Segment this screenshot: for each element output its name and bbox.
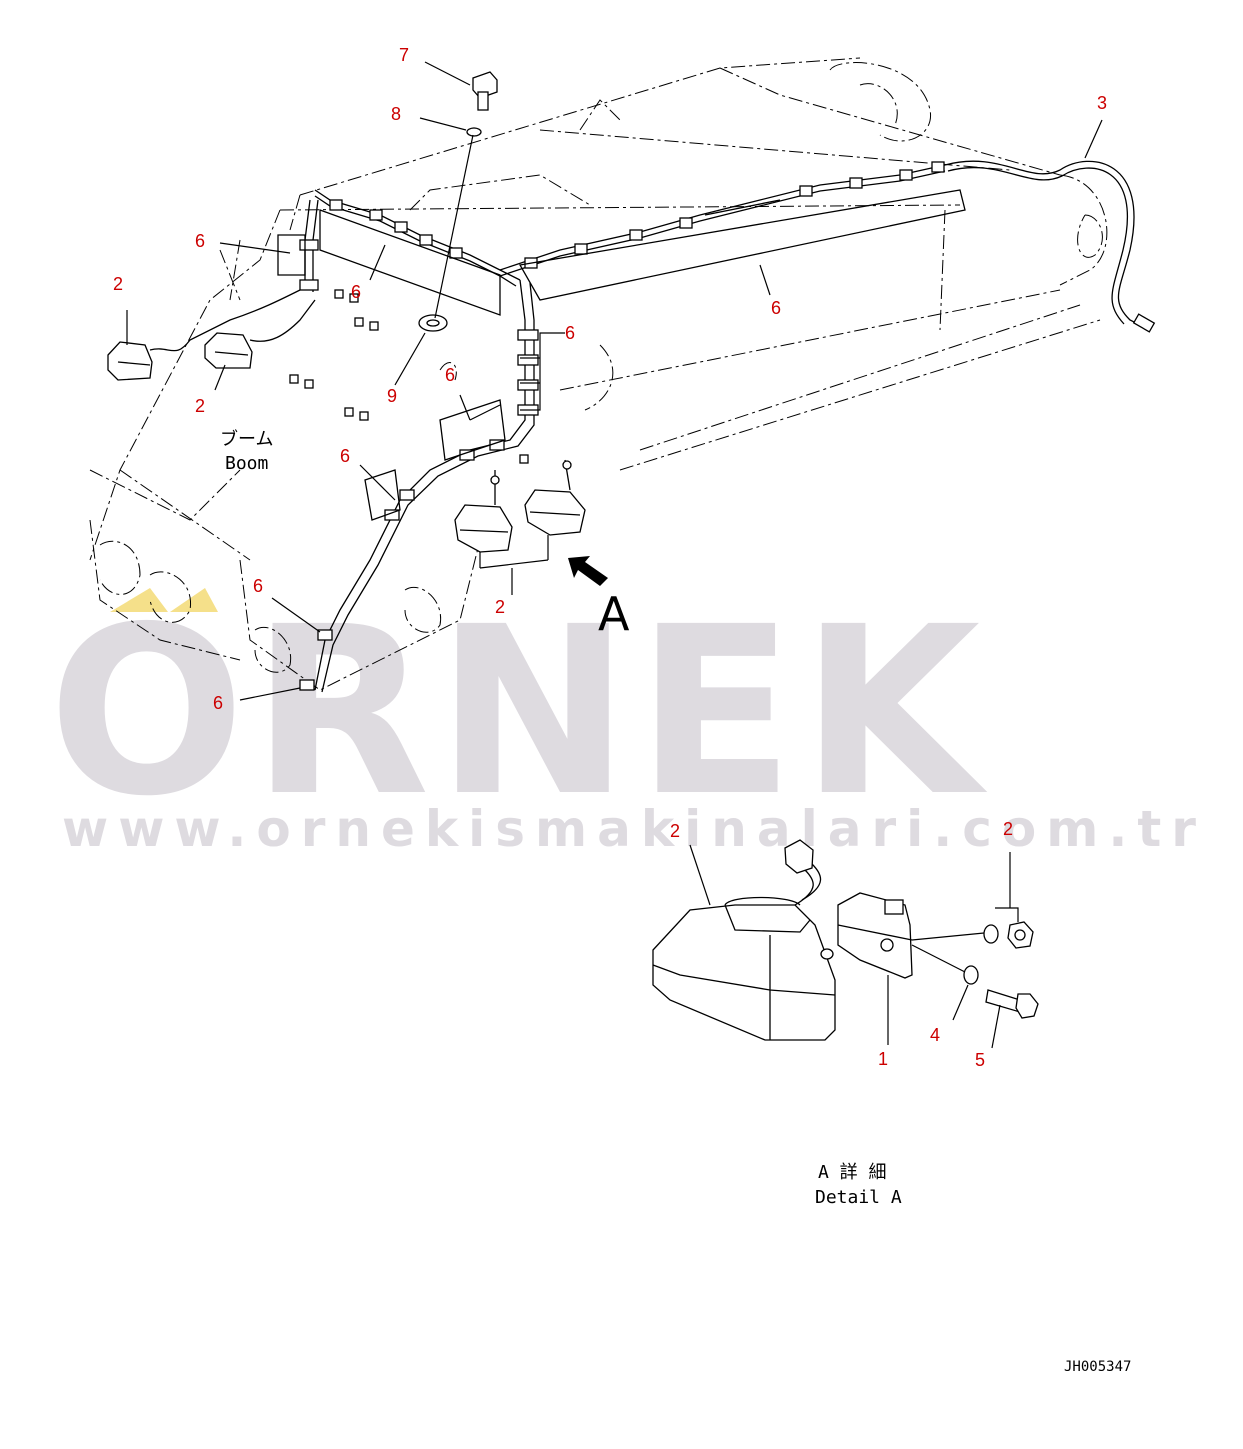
boom-lamp-left-a — [107, 289, 301, 381]
view-arrow-a: A — [568, 556, 630, 641]
bolt-part-7 — [472, 71, 498, 111]
callout-2-left-a: 2 — [113, 274, 123, 294]
watermark-url: www.ornekismakinalari.com.tr — [62, 800, 1206, 858]
callout-6-bottom-a: 6 — [253, 576, 263, 596]
detail-label-jp: A 詳 細 — [818, 1162, 887, 1183]
washer-part-8 — [466, 127, 482, 137]
callout-2-detail-lamp: 2 — [670, 821, 680, 841]
grommet-part-9 — [418, 314, 448, 332]
leader-lines-main — [126, 61, 1103, 701]
boom-lamp-left-b — [204, 299, 316, 369]
callout-6-mid: 6 — [565, 323, 575, 343]
boom-lamp-center-b — [524, 459, 586, 536]
drawing-code: JH005347 — [1064, 1359, 1131, 1375]
callout-7: 7 — [399, 45, 409, 65]
boom-label-en: Boom — [225, 453, 268, 474]
watermark-accent-left — [110, 588, 168, 612]
callout-1: 1 — [878, 1049, 888, 1069]
small-brackets — [289, 289, 529, 464]
text-labels: ブーム Boom A 詳 細 Detail A JH005347 — [220, 428, 1131, 1375]
view-arrow-icon — [568, 556, 608, 586]
harness-clamps — [299, 161, 945, 691]
callout-6-lower: 6 — [340, 446, 350, 466]
callout-6-center: 6 — [445, 365, 455, 385]
detail-a-assembly — [652, 839, 1039, 1049]
watermark-accent-right — [170, 588, 218, 612]
boom-label-jp: ブーム — [220, 428, 273, 450]
callout-6-right: 6 — [771, 298, 781, 318]
watermark: ORNEK www.ornekismakinalari.com.tr — [48, 577, 1206, 858]
detail-label-en: Detail A — [815, 1187, 902, 1208]
watermark-brand: ORNEK — [48, 577, 988, 847]
clamp-plates — [277, 189, 966, 521]
view-arrow-label: A — [598, 587, 630, 641]
callout-2-center: 2 — [495, 597, 505, 617]
callout-numbers: 7 8 3 6 6 6 6 6 6 6 6 2 2 2 9 2 2 1 4 5 — [113, 45, 1107, 1070]
callout-2-detail-nut: 2 — [1003, 819, 1013, 839]
callout-2-left-b: 2 — [195, 396, 205, 416]
callout-5: 5 — [975, 1050, 985, 1070]
callout-3: 3 — [1097, 93, 1107, 113]
callout-6-harness: 6 — [351, 282, 361, 302]
callout-4: 4 — [930, 1025, 940, 1045]
callout-6-bottom-b: 6 — [213, 693, 223, 713]
boom-outline — [89, 57, 1108, 691]
callout-6-top-left: 6 — [195, 231, 205, 251]
boom-lamp-center-a — [454, 470, 513, 553]
callout-9: 9 — [387, 386, 397, 406]
callout-8: 8 — [391, 104, 401, 124]
